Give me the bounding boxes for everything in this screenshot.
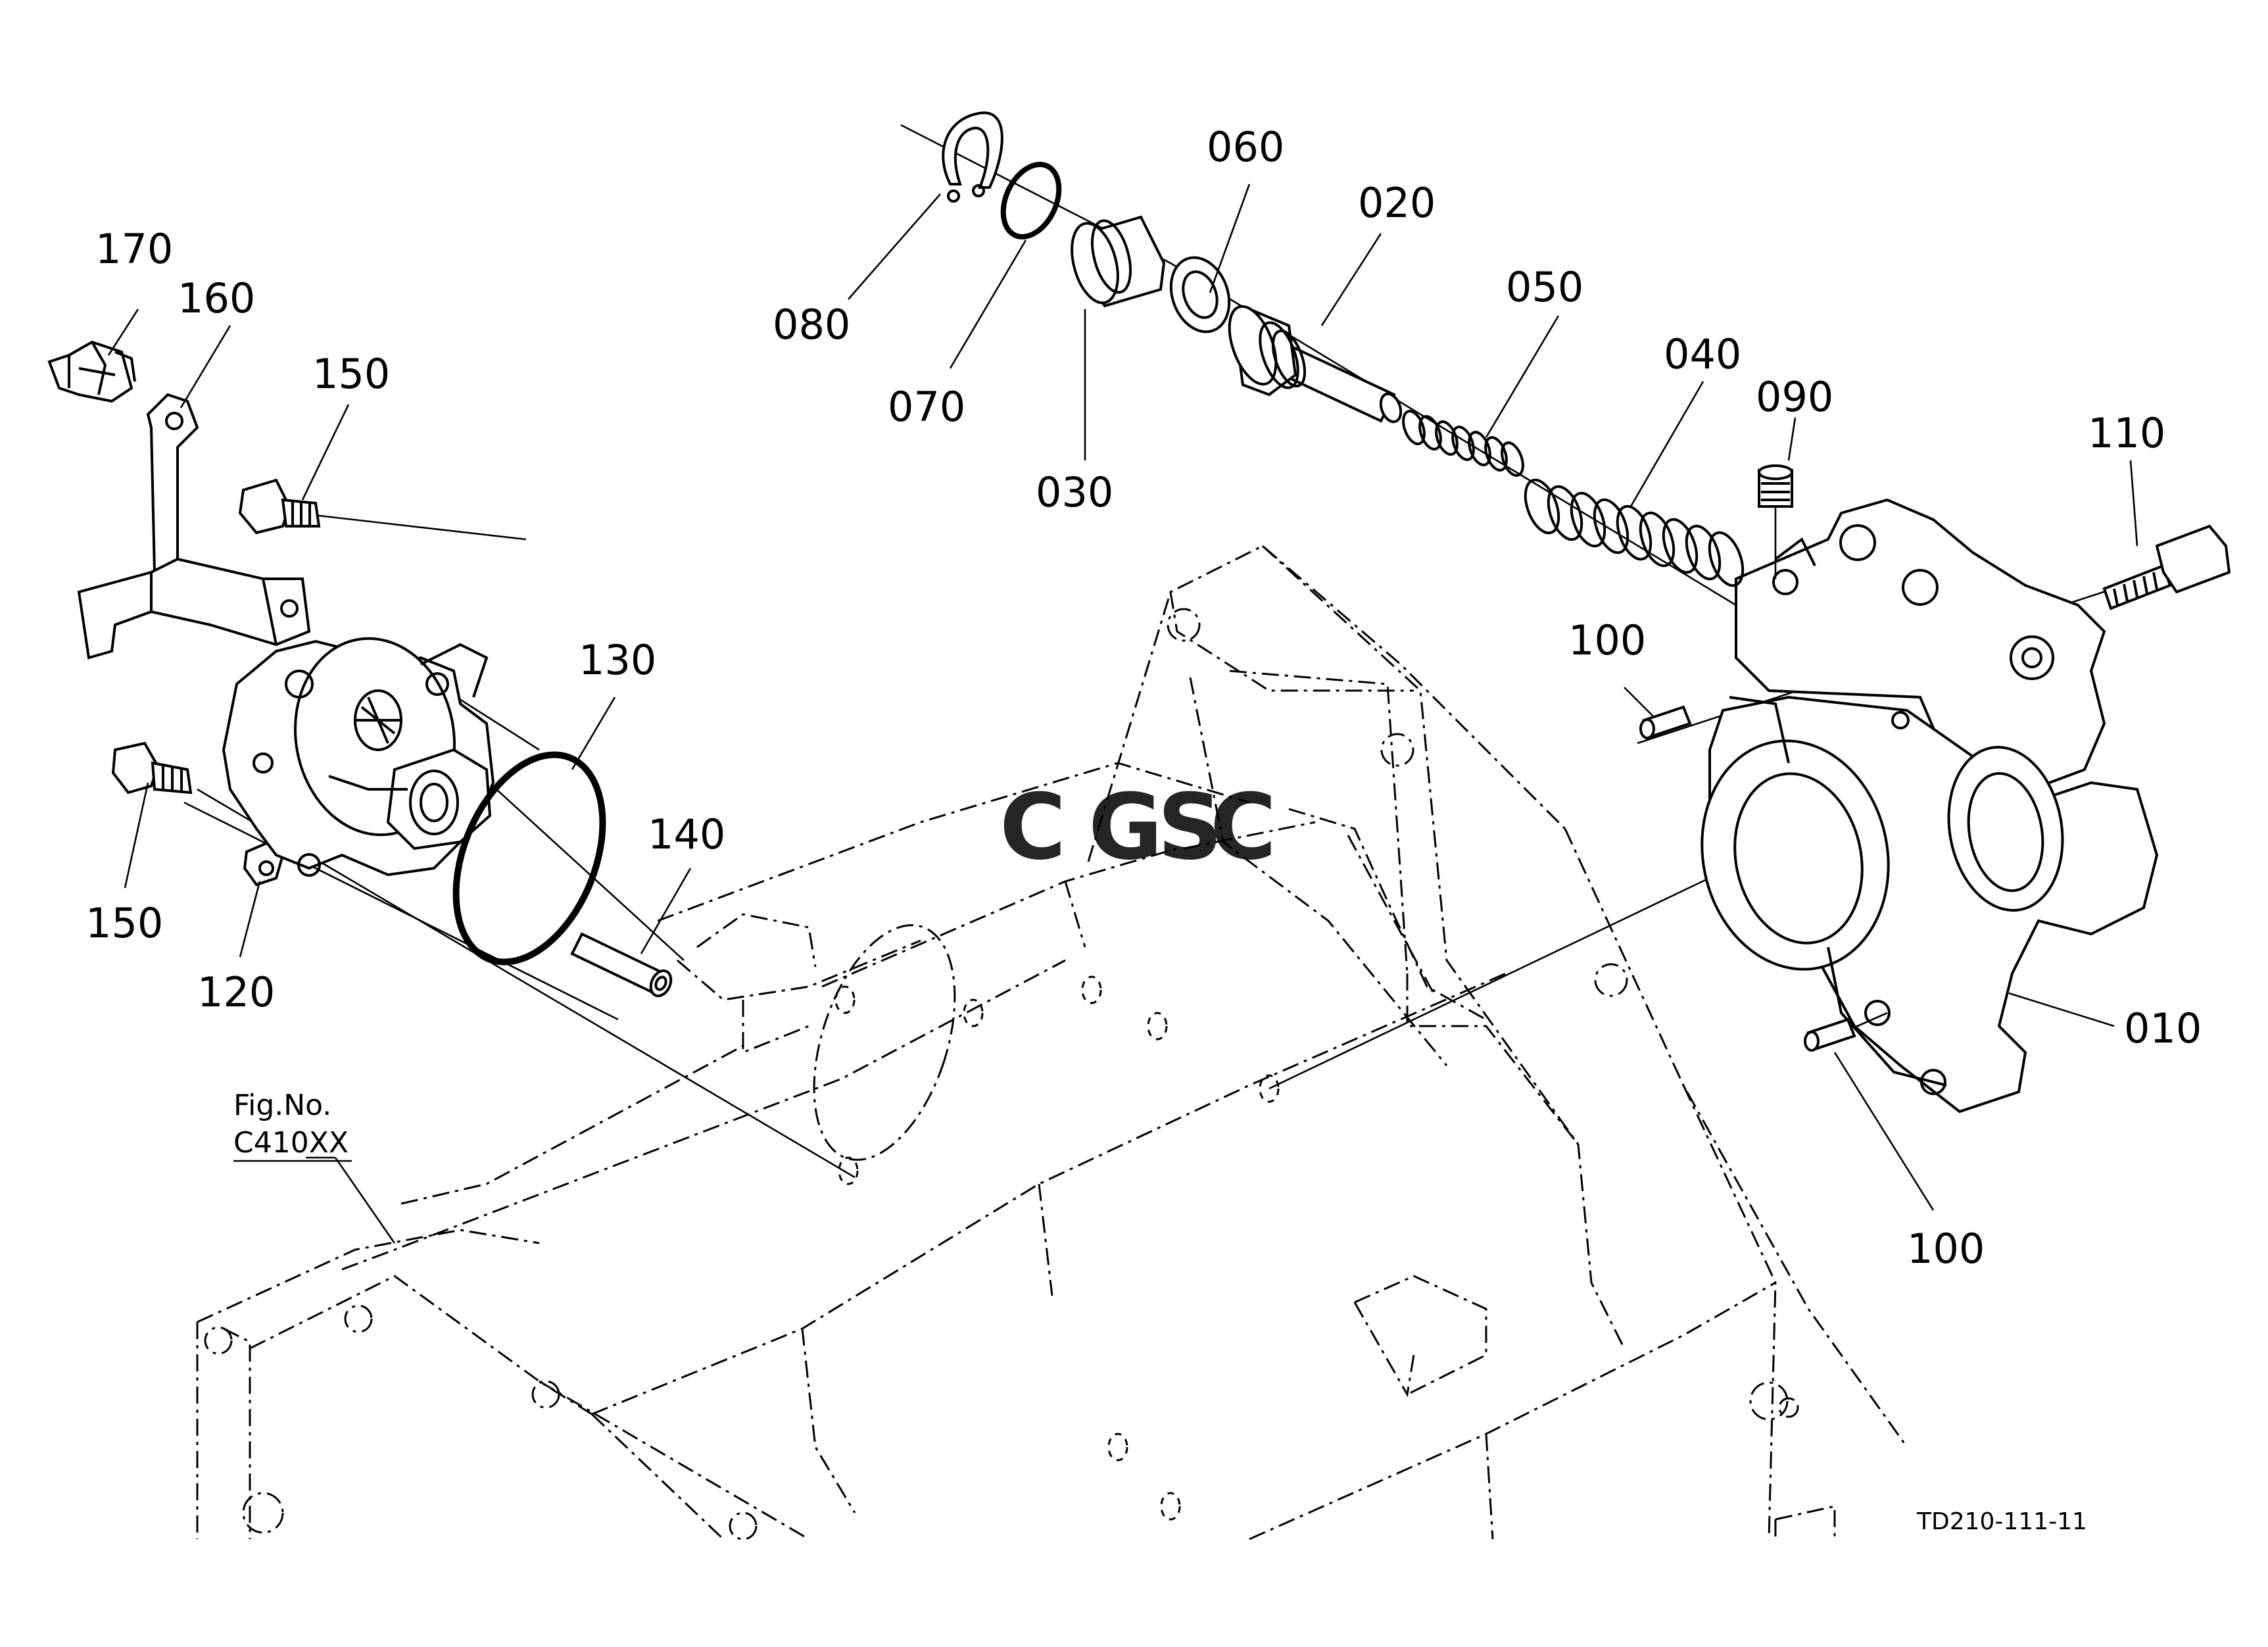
snap-ring-080: [942, 111, 1003, 203]
label-170: 170: [95, 225, 173, 273]
figure-number-caption: Fig.No.: [233, 1089, 331, 1122]
transmission-case: [196, 545, 1908, 1540]
leader-lines: [107, 184, 2138, 1244]
bolt-110: [2102, 524, 2231, 610]
pin-100-upper: [1639, 705, 1692, 739]
label-160: 160: [178, 274, 255, 322]
label-050: 050: [1506, 263, 1583, 311]
o-ring-130: [452, 751, 606, 966]
bolt-150-upper: [238, 478, 321, 535]
plug-090: [1758, 464, 1793, 579]
label-150-upper: 150: [312, 350, 390, 398]
spool-020: [1228, 305, 1403, 424]
figure-number: C410XX: [233, 1126, 349, 1160]
bolt-150-lower: [111, 741, 193, 795]
label-100-lower: 100: [1907, 1225, 1985, 1273]
callout-labels: 010 020 030 040 050 060 070 080 090 100 …: [85, 123, 2202, 1535]
housing-010: [1701, 498, 2159, 1114]
label-070: 070: [888, 383, 965, 431]
label-020: 020: [1358, 179, 1436, 227]
pin-140: [570, 932, 673, 998]
clip-170: [47, 340, 136, 403]
valve-body: [222, 637, 495, 877]
label-080: 080: [773, 301, 850, 349]
label-010: 010: [2124, 1004, 2202, 1052]
label-090: 090: [1756, 373, 1833, 421]
label-030: 030: [1036, 468, 1113, 516]
spring-050: [1402, 410, 1524, 477]
bracket-160: [77, 393, 311, 660]
drawing-code: TD210-111-11: [1916, 1508, 2087, 1535]
label-150-lower: 150: [85, 899, 163, 947]
washer-060: [1169, 256, 1231, 333]
label-100-upper: 100: [1568, 616, 1646, 664]
plug-030: [1071, 215, 1166, 308]
label-130: 130: [579, 636, 656, 684]
label-140: 140: [648, 810, 725, 858]
watermark-letter-4: C: [1210, 774, 1276, 880]
watermark-logo: C G S C: [1000, 774, 1276, 880]
label-060: 060: [1207, 123, 1284, 171]
o-ring-070: [1000, 162, 1062, 239]
watermark-letter-2: G: [1088, 774, 1163, 880]
spring-040: [1524, 478, 1745, 587]
label-120: 120: [197, 968, 275, 1016]
label-110: 110: [2088, 409, 2165, 457]
pin-100-lower: [1804, 1012, 1888, 1052]
label-040: 040: [1664, 330, 1741, 378]
watermark-letter-3: S: [1157, 774, 1222, 880]
watermark-letter-1: C: [1000, 774, 1066, 880]
